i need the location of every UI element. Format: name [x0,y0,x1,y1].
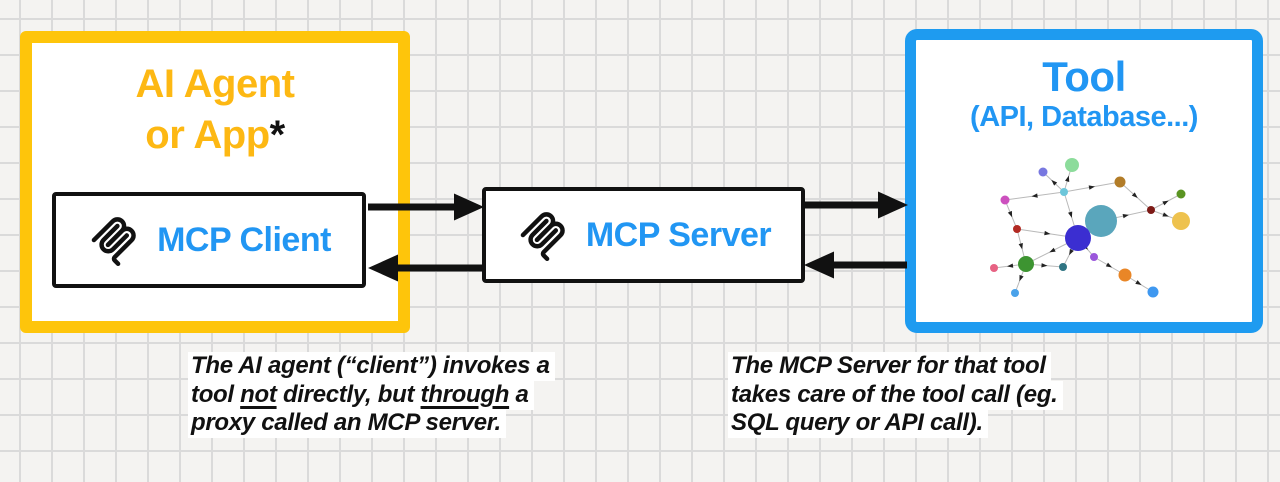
agent-title-line1: AI Agent [135,62,295,106]
caption-left: The AI agent (“client”) invokes a tool n… [188,352,555,438]
mcp-server-label: MCP Server [585,215,772,254]
tool-box-title: Tool [1042,53,1126,100]
caption-left-line1: The AI agent (“client”) invokes a [188,352,555,381]
mcp-logo-icon [520,212,565,262]
agent-title-line2: or App [145,113,270,157]
mcp-logo-icon [91,217,136,267]
agent-box-title: AI Agent or App* [32,59,398,161]
mcp-client-label: MCP Client [157,220,331,259]
caption-right-line2: takes care of the tool call (eg. [728,380,1063,410]
caption-right-line1: The MCP Server for that tool [728,352,1063,381]
tool-box: Tool (API, Database...) [905,29,1263,333]
caption-left-line3: proxy called an MCP server. [188,409,555,438]
arrow-server-to-tool [805,191,908,219]
mcp-client-box: MCP Client [52,192,366,288]
tool-network-graph [990,158,1190,298]
caption-right-line3: SQL query or API call). [728,409,1063,438]
caption-right: The MCP Server for that tool takes care … [728,352,1063,438]
tool-box-subtitle: (API, Database...) [970,101,1198,133]
arrow-tool-to-server [804,251,907,279]
caption-left-line2: tool not directly, but through a [188,380,555,410]
agent-title-asterisk: * [269,113,286,157]
mcp-server-box: MCP Server [482,187,805,283]
